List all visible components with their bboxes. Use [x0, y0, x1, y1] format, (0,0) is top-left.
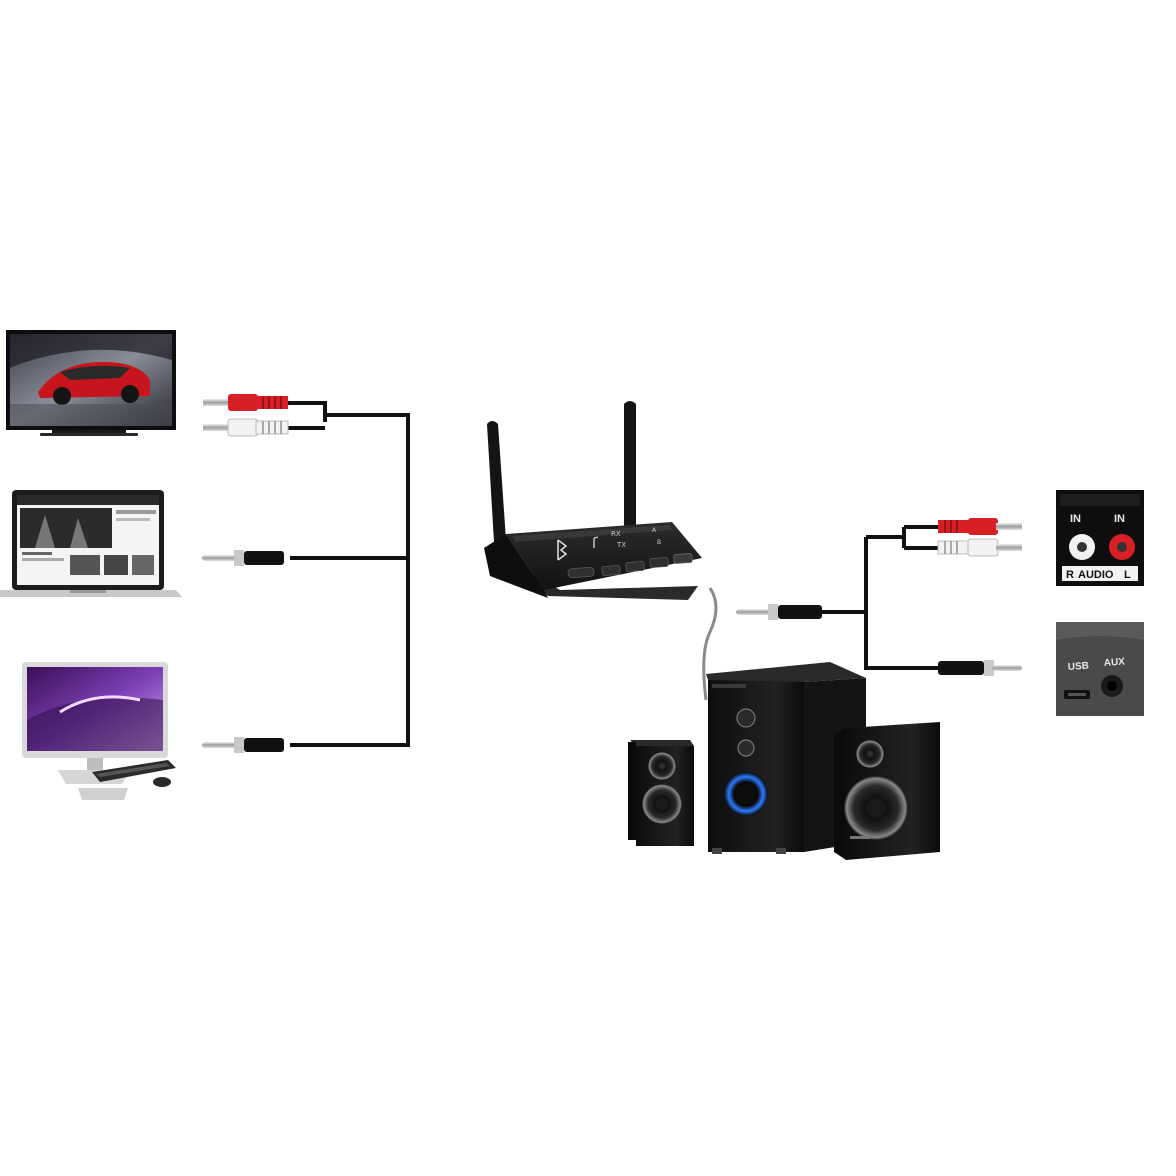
tv-icon — [6, 330, 176, 436]
pair-button — [567, 566, 595, 579]
music-note-icon — [593, 536, 599, 548]
bluetooth-transmitter: RX TX A B — [484, 401, 702, 600]
aux-plug-right — [938, 660, 1022, 676]
aux-label: AUX — [1103, 657, 1125, 669]
mode-button — [601, 565, 621, 576]
aux-plug-desktop — [202, 737, 284, 753]
rca-r-label: R — [1066, 569, 1074, 581]
right-cable-harness — [820, 525, 940, 670]
bass-knob — [737, 739, 755, 757]
rx-label: RX — [611, 530, 621, 538]
left-speaker — [628, 740, 694, 846]
volume-knob — [736, 708, 756, 728]
usb-label: USB — [1067, 661, 1089, 673]
right-speaker — [834, 722, 940, 860]
transmitter-to-speaker-cable — [702, 587, 718, 701]
play-pause-button — [625, 561, 645, 572]
rca-plug-pair-right — [937, 518, 1022, 557]
rca-plug-pair-left — [203, 394, 289, 437]
volume-up-button — [673, 553, 693, 564]
bluetooth-icon — [557, 539, 568, 561]
volume-down-button — [649, 557, 669, 568]
desktop-computer-icon — [22, 662, 176, 800]
rca-in-right-label: IN — [1114, 513, 1125, 525]
aux-input-panel: USB AUX — [1056, 622, 1144, 716]
speaker-system — [628, 662, 940, 860]
b-label: B — [657, 539, 661, 546]
left-cable-harness — [288, 401, 410, 747]
rca-l-label: L — [1124, 569, 1131, 581]
rca-in-left-label: IN — [1070, 513, 1081, 525]
laptop-icon — [0, 490, 182, 597]
rca-input-panel: IN IN R AUDIO L — [1056, 490, 1144, 586]
a-label: A — [652, 527, 657, 534]
aux-plug-laptop — [202, 550, 284, 566]
tx-label: TX — [616, 541, 626, 549]
rca-audio-label: AUDIO — [1078, 569, 1114, 581]
aux-plug-transmitter — [736, 604, 822, 620]
